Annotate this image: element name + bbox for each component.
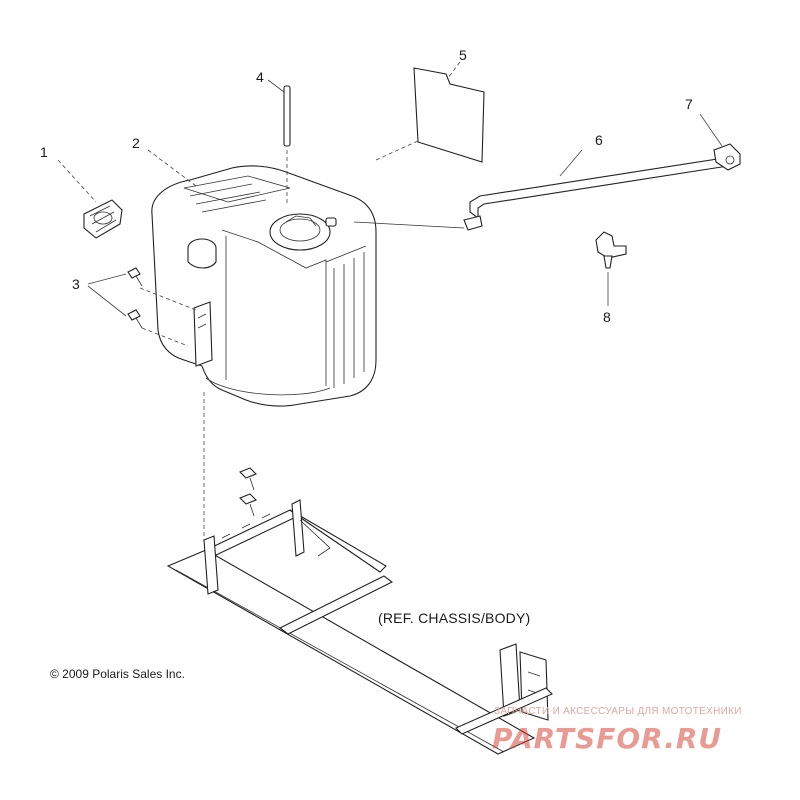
callout-3: 3	[72, 276, 80, 292]
fuel-line-part	[463, 157, 729, 231]
callout-1: 1	[40, 144, 48, 160]
callout-8: 8	[603, 309, 611, 325]
callout-6: 6	[595, 132, 603, 148]
callout-4: 4	[256, 69, 264, 85]
screw-part	[127, 267, 143, 329]
chassis-frame	[166, 467, 553, 755]
callout-7: 7	[685, 96, 693, 112]
vent-tube-part	[283, 85, 291, 147]
watermark-brand: PARTSFOR.RU	[492, 722, 722, 755]
watermark-tagline: ЗАПЧАСТИ И АКСЕССУАРЫ ДЛЯ МОТОТЕХНИКИ	[494, 706, 742, 717]
fuel-cap-part	[83, 199, 123, 239]
decal-part	[413, 67, 485, 163]
callout-5: 5	[459, 47, 467, 63]
clip-part	[595, 231, 627, 269]
copyright-notice: © 2009 Polaris Sales Inc.	[50, 667, 185, 681]
fitting-part	[713, 143, 741, 171]
callout-2: 2	[132, 135, 140, 151]
fuel-tank-part	[151, 165, 377, 407]
reference-label: (REF. CHASSIS/BODY)	[378, 610, 530, 626]
